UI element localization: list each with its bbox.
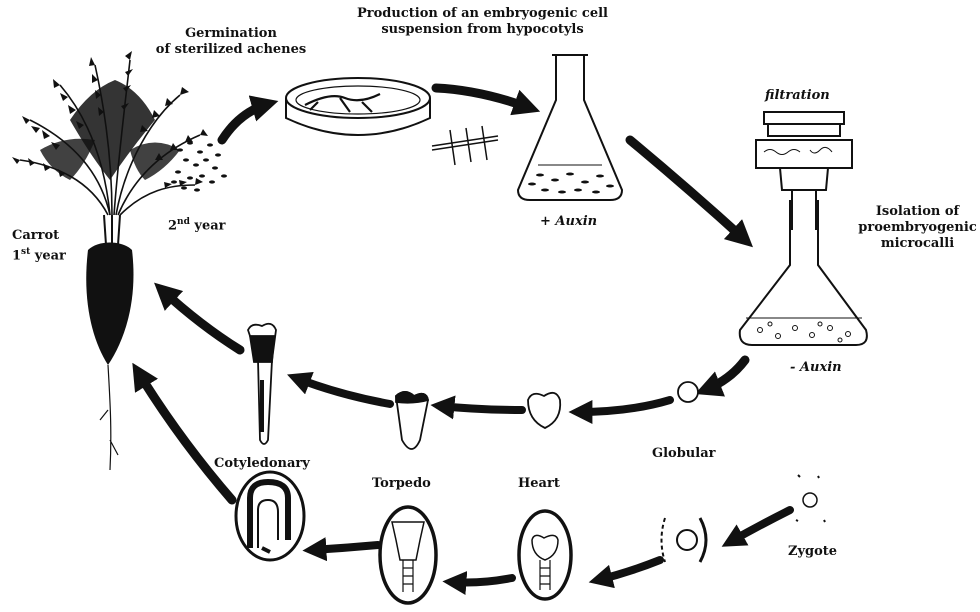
arrow-filter-to-globular — [705, 360, 745, 390]
hypocotyl-fragments-icon — [432, 126, 498, 165]
zygote-ovule-icon — [796, 475, 825, 522]
cotyledonary-label: Cotyledonary — [214, 456, 310, 472]
arrow-globular-ovule-to-heart — [598, 560, 660, 580]
filter-apparatus-icon — [740, 112, 867, 345]
arrow-plantlet-to-carrot — [162, 290, 240, 350]
arrow-flask-to-filter — [630, 140, 745, 240]
globular-ovule-icon — [662, 518, 707, 562]
torpedo-ovule-icon — [380, 507, 436, 603]
carrot-label: Carrot 1st year — [12, 228, 66, 264]
heart-ovule-icon — [519, 511, 571, 599]
petri-dish-icon — [286, 78, 430, 135]
plus-auxin-label: + Auxin — [540, 214, 597, 230]
second-year-label: 2nd year — [168, 214, 226, 234]
heart-embryo-icon — [528, 393, 560, 428]
arrow-heart-to-torpedo — [440, 406, 522, 410]
arrow-cotyledonary-to-carrot — [138, 372, 232, 500]
cotyledonary-ovule-icon — [236, 472, 304, 560]
minus-auxin-label: - Auxin — [790, 360, 842, 376]
heart-label: Heart — [518, 476, 560, 492]
achenes-seeds-icon — [171, 138, 227, 191]
germination-label: Germination of sterilized achenes — [146, 26, 316, 58]
arrow-seeds-to-dish — [222, 104, 268, 140]
filtration-label: filtration — [765, 88, 830, 104]
arrow-dish-to-flask — [436, 88, 530, 108]
zygote-label: Zygote — [788, 544, 837, 560]
globular-label: Globular — [652, 446, 715, 462]
isolation-label: Isolation of proembryogenic microcalli — [855, 204, 980, 252]
torpedo-label: Torpedo — [372, 476, 431, 492]
arrow-globular-to-heart — [578, 400, 670, 412]
production-label: Production of an embryogenic cell suspen… — [335, 6, 630, 38]
arrow-zygote-to-globular — [730, 510, 790, 542]
arrow-torpedo-ovule-to-cotyledonary — [312, 545, 378, 550]
arrow-torpedo-to-plantlet — [296, 378, 390, 404]
suspension-flask-icon — [518, 55, 622, 200]
globular-embryo-icon — [678, 382, 698, 402]
arrow-heart-ovule-to-torpedo — [452, 578, 512, 583]
